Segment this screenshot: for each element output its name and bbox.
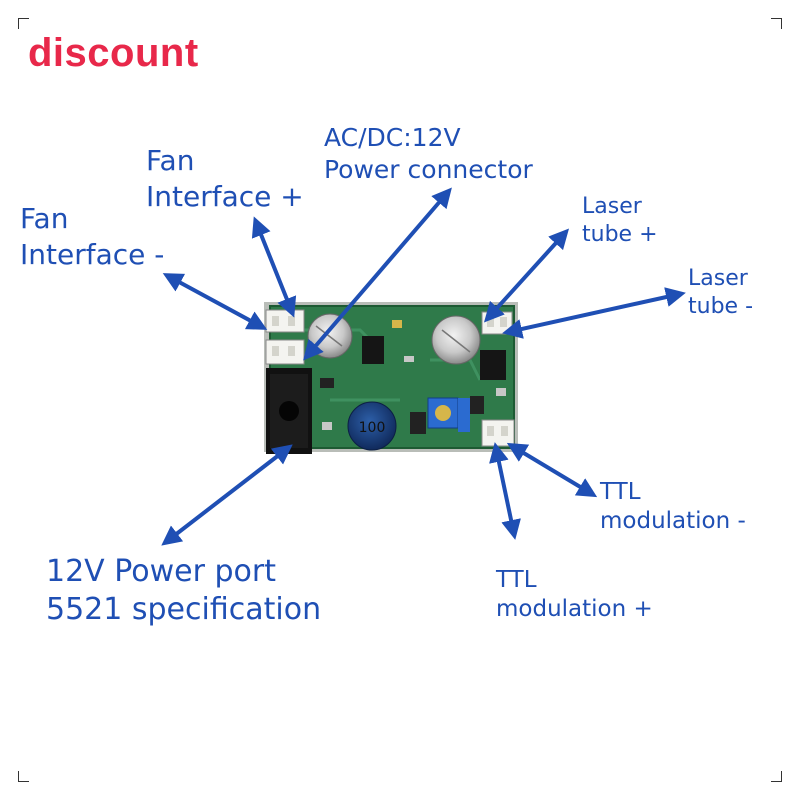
ic-chip [362,336,384,364]
ttl-connector [481,419,515,447]
arrow-fan-plus [251,216,297,318]
corner-mark-top-right [771,18,782,29]
inductor-marking: 100 [359,420,386,436]
label-power-connector: AC/DC:12V Power connector [324,123,533,184]
ic-chip [480,350,506,380]
arrow-ttl-plus [489,442,521,540]
corner-mark-bottom-right [771,771,782,782]
arrow-power-connector [303,187,452,361]
label-fan-interface-minus: Fan Interface - [20,202,165,271]
corner-mark-top-left [18,18,29,29]
label-ttl-modulation-minus: TTL modulation - [600,479,746,535]
arrow-fan-minus [162,273,268,330]
inductor [347,401,397,451]
label-ttl-modulation-plus: TTL modulation + [496,567,653,623]
label-power-port: 12V Power port 5521 specification [46,554,322,628]
annotation-arrows [161,187,686,546]
arrow-power-port [161,444,293,546]
label-fan-interface-plus: Fan Interface + [146,144,304,213]
dc-power-jack [266,368,312,454]
label-laser-tube-plus: Laser tube + [582,194,658,248]
capacitor [431,315,481,365]
label-laser-tube-minus: Laser tube - [688,266,754,320]
arrow-laser-plus [483,228,570,323]
arrow-laser-minus [502,287,686,339]
arrow-ttl-minus [506,442,598,498]
discount-badge: discount [28,31,199,75]
corner-mark-bottom-left [18,771,29,782]
